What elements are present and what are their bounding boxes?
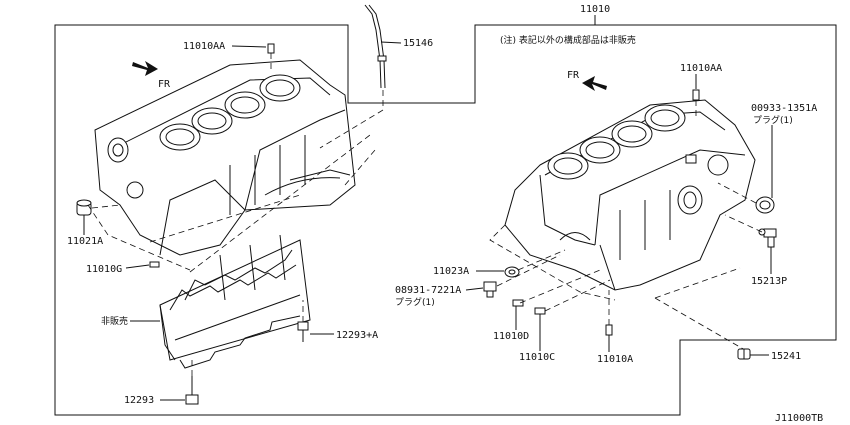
callout-left-plug: 11021A: [67, 236, 103, 247]
dipstick-tube-icon: [364, 4, 387, 89]
callout-washer: 11023A: [433, 266, 469, 277]
callout-right-plug: 00933-1351A: [751, 103, 817, 114]
dowel-c-icon: [534, 307, 546, 315]
reference-code: J11000TB: [775, 413, 823, 424]
diagram-frame: [54, 24, 837, 416]
dowel-d-icon: [512, 299, 524, 307]
callout-right-plug-pin: 11010AA: [680, 63, 722, 74]
right-plug-qty-label: プラグ(1): [753, 114, 793, 126]
bearing-beam-icon: [159, 234, 311, 369]
note-text: (注) 表記以外の構成部品は非販売: [500, 34, 636, 46]
clip-icon: [737, 348, 751, 360]
fr-arrow-left: [132, 61, 158, 76]
left-plug-pin-icon: [267, 43, 275, 54]
callout-sensor: 15213P: [751, 276, 787, 287]
callout-left-pin: 11010G: [86, 264, 122, 275]
callout-clip: 15241: [771, 351, 801, 362]
left-plug-icon: [76, 199, 92, 216]
right-cylinder-block: [504, 99, 756, 291]
sensor-icon: [758, 228, 777, 248]
bolt-plus-a-icon: [297, 300, 309, 342]
fr-label-left: FR: [158, 79, 171, 90]
fr-label-right: FR: [567, 70, 580, 81]
drain-plug-qty-label: プラグ(1): [395, 296, 435, 308]
callout-dipstick-tube: 15146: [403, 38, 433, 49]
group-part-number: 11010: [580, 4, 610, 15]
bolt-icon: [185, 360, 199, 405]
left-dowel-pin-icon: [149, 261, 160, 268]
washer-icon: [504, 266, 520, 278]
callout-dowel-c: 11010C: [519, 352, 555, 363]
left-cylinder-block: [94, 59, 356, 256]
callout-dowel-a: 11010A: [597, 354, 633, 365]
right-plug-pin-icon: [692, 89, 700, 101]
dowel-a-icon: [605, 324, 613, 336]
callout-dowel-d: 11010D: [493, 331, 529, 342]
drain-plug-icon: [483, 281, 497, 298]
not-sold-label: 非販売: [101, 315, 128, 327]
fr-arrow-right: [582, 76, 607, 91]
callout-bolt-plus-a: 12293+A: [336, 330, 378, 341]
callout-drain-plug: 08931-7221A: [395, 285, 461, 296]
right-plug-icon: [755, 196, 775, 214]
callout-bolt: 12293: [124, 395, 154, 406]
callout-left-plug-pin: 11010AA: [183, 41, 225, 52]
